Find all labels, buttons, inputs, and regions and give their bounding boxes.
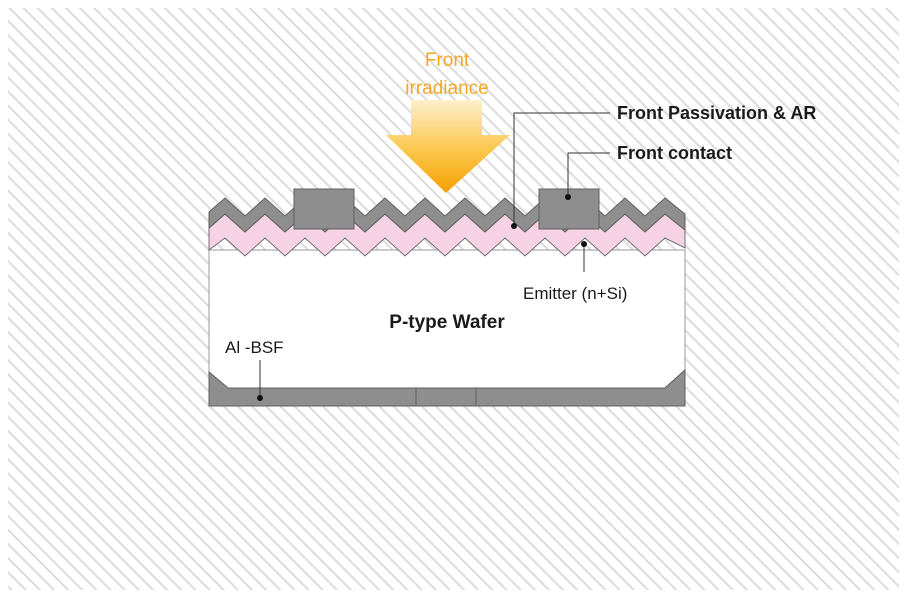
bsf-label: Al -BSF: [225, 338, 284, 357]
front-contact-right: [538, 188, 600, 230]
passivation-leader-line: [513, 112, 610, 226]
contact-leader-dot: [565, 194, 571, 200]
passivation-leader-dot: [511, 223, 517, 229]
emitter-leader-dot: [581, 241, 587, 247]
irradiance-arrow-icon: [386, 100, 510, 193]
front-contact-left: [293, 188, 355, 230]
bsf-leader-dot: [257, 395, 263, 401]
irradiance-label-line1: Front: [425, 50, 470, 71]
front-passivation-label: Front Passivation & AR: [617, 103, 816, 123]
irradiance-label-line2: irradiance: [405, 78, 488, 99]
wafer-label: P-type Wafer: [389, 312, 505, 333]
front-contact-label: Front contact: [617, 143, 732, 163]
emitter-label: Emitter (n+Si): [523, 284, 627, 303]
back-contact: [415, 387, 477, 407]
contact-leader-line: [567, 152, 610, 197]
